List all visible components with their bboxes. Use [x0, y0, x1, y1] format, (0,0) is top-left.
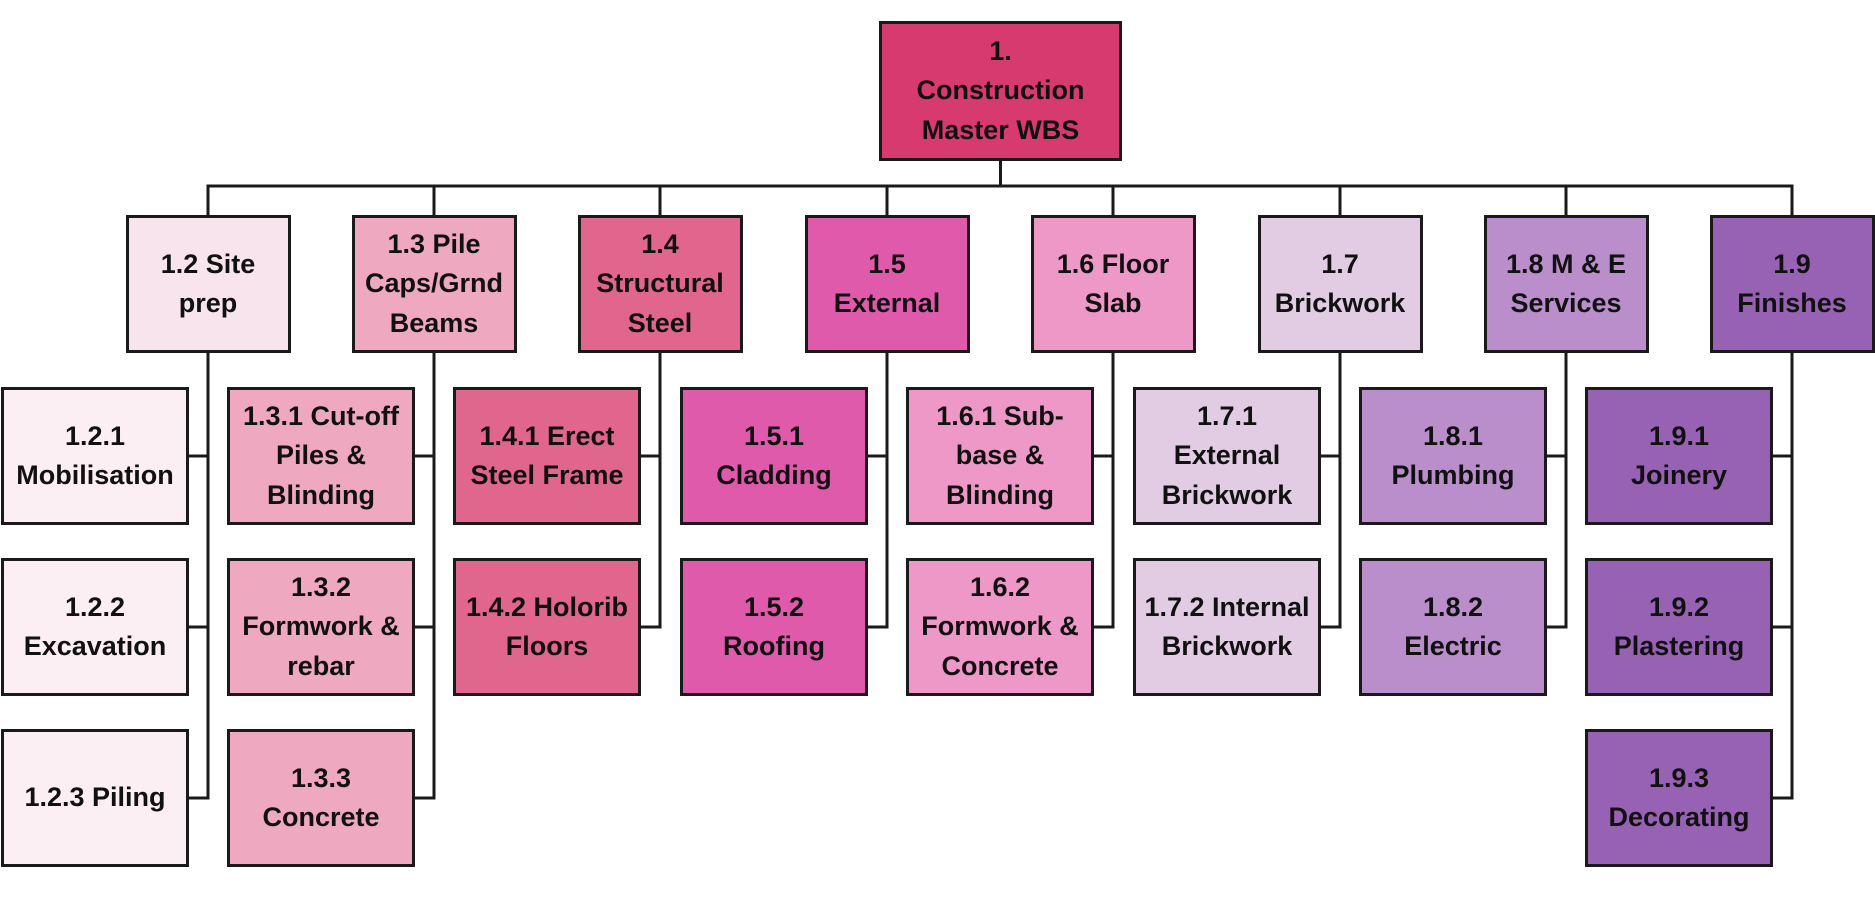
wbs-node-1-3-3: 1.3.3 Concrete: [227, 729, 415, 867]
wbs-node-1-8-2: 1.8.2 Electric: [1359, 558, 1547, 696]
wbs-node-1-2-1: 1.2.1 Mobilisation: [1, 387, 189, 525]
wbs-node-1-4-1: 1.4.1 Erect Steel Frame: [453, 387, 641, 525]
wbs-node-1-3: 1.3 Pile Caps/Grnd Beams: [351, 215, 517, 353]
wbs-node-1-7-2: 1.7.2 Internal Brickwork: [1133, 558, 1321, 696]
wbs-node-1-2-3: 1.2.3 Piling: [1, 729, 189, 867]
wbs-node-1-7: 1.7 Brickwork: [1257, 215, 1423, 353]
wbs-node-1-3-1: 1.3.1 Cut-off Piles & Blinding: [227, 387, 415, 525]
wbs-node-1-9: 1.9 Finishes: [1709, 215, 1875, 353]
wbs-node-1-3-2: 1.3.2 Formwork & rebar: [227, 558, 415, 696]
wbs-node-1-2-2: 1.2.2 Excavation: [1, 558, 189, 696]
wbs-node-1-4-2: 1.4.2 Holorib Floors: [453, 558, 641, 696]
wbs-node-1-5: 1.5 External: [804, 215, 970, 353]
wbs-node-1-6-2: 1.6.2 Formwork & Concrete: [906, 558, 1094, 696]
wbs-node-1-9-3: 1.9.3 Decorating: [1585, 729, 1773, 867]
wbs-node-1-5-2: 1.5.2 Roofing: [680, 558, 868, 696]
wbs-node-1-5-1: 1.5.1 Cladding: [680, 387, 868, 525]
wbs-node-1-6: 1.6 Floor Slab: [1030, 215, 1196, 353]
wbs-node-1-4: 1.4 Structural Steel: [577, 215, 743, 353]
wbs-node-1-7-1: 1.7.1 External Brickwork: [1133, 387, 1321, 525]
root-node: 1. Construction Master WBS: [879, 21, 1122, 161]
wbs-node-1-8: 1.8 M & E Services: [1483, 215, 1649, 353]
wbs-node-1-9-1: 1.9.1 Joinery: [1585, 387, 1773, 525]
wbs-node-1-2: 1.2 Site prep: [125, 215, 291, 353]
wbs-node-1-9-2: 1.9.2 Plastering: [1585, 558, 1773, 696]
wbs-node-1-6-1: 1.6.1 Sub- base & Blinding: [906, 387, 1094, 525]
wbs-node-1-8-1: 1.8.1 Plumbing: [1359, 387, 1547, 525]
